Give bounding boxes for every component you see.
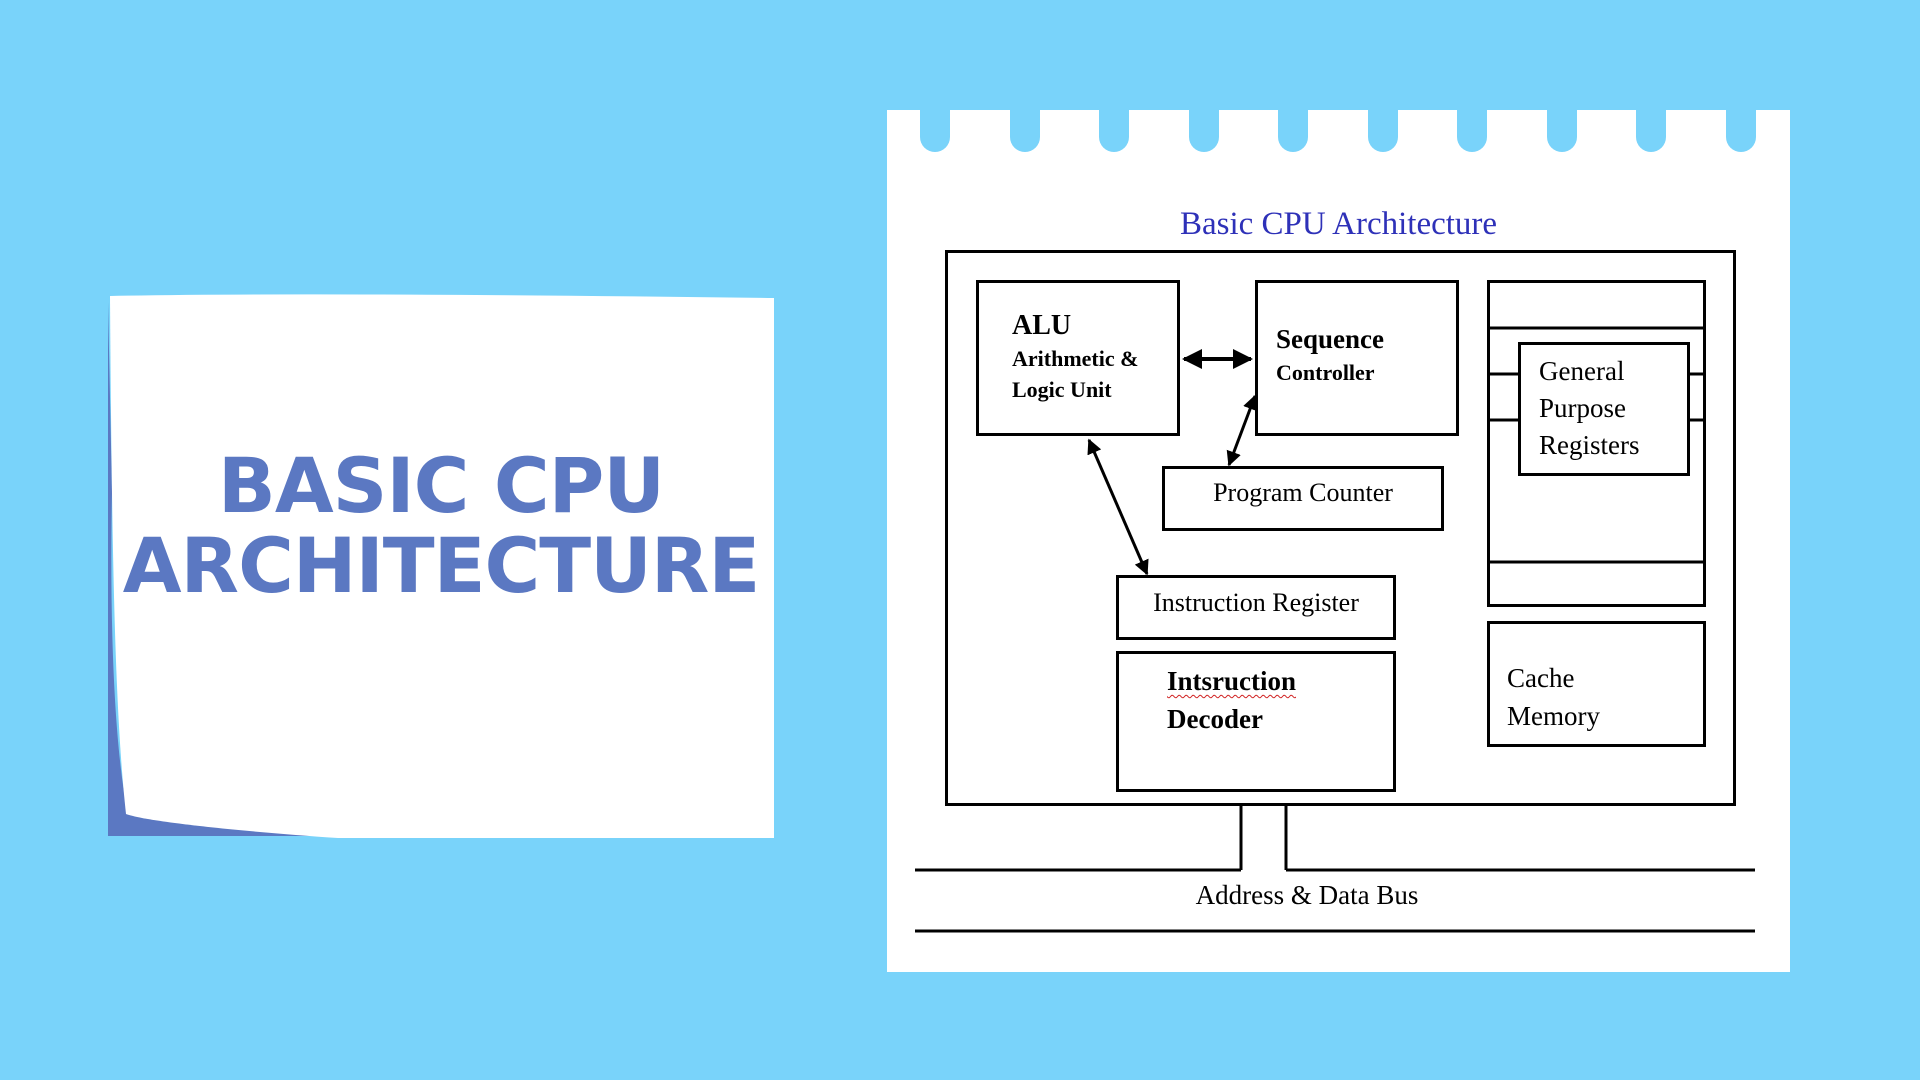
slide-title-line2: ARCHITECTURE (122, 521, 761, 610)
register-file-box (1487, 280, 1706, 607)
title-card-shape (108, 294, 774, 838)
instruction-decoder-line2: Decoder (1167, 704, 1263, 734)
notepad-page: Basic CPU Architecture ALU Arithmetic & … (887, 108, 1790, 972)
cache-memory-box (1487, 621, 1706, 747)
bus-label: Address & Data Bus (1195, 880, 1419, 910)
title-card: BASIC CPU ARCHITECTURE (108, 292, 774, 840)
general-purpose-registers-box (1518, 342, 1690, 476)
gpr-line2: Purpose (1539, 393, 1626, 423)
notepad-hole (1278, 108, 1308, 152)
sequence-pc-arrow (1226, 394, 1258, 467)
instruction-register-box (1116, 575, 1396, 640)
alu-box (976, 280, 1180, 436)
alu-ir-arrow (1087, 438, 1149, 576)
program-counter-label: Program Counter (1213, 478, 1393, 507)
slide-title-line1: BASIC CPU (217, 441, 665, 530)
notepad-hole (1368, 108, 1398, 152)
slide-title: BASIC CPU ARCHITECTURE (108, 292, 774, 840)
notepad-hole (1189, 108, 1219, 152)
sequence-controller-box (1255, 280, 1459, 436)
alu-label: ALU (1012, 310, 1072, 341)
notepad-hole (1099, 108, 1129, 152)
notepad-hole (1726, 108, 1756, 152)
notepad-hole (1547, 108, 1577, 152)
notepad-hole (1010, 108, 1040, 152)
instruction-decoder-line1: Intsruction (1167, 666, 1297, 696)
diagram-connectors (915, 326, 1755, 933)
alu-line2: Logic Unit (1012, 377, 1112, 402)
notepad-hole (920, 108, 950, 152)
diagram-title: Basic CPU Architecture (1179, 206, 1498, 242)
cache-memory-line2: Memory (1507, 701, 1600, 731)
instruction-register-label: Instruction Register (1153, 588, 1359, 617)
notepad-hole (1636, 108, 1666, 152)
alu-line1: Arithmetic & (1012, 346, 1139, 371)
gpr-line1: General (1539, 356, 1625, 386)
gpr-line3: Registers (1539, 430, 1640, 460)
sequence-controller-line1: Sequence (1276, 324, 1384, 354)
instruction-decoder-box (1116, 651, 1396, 792)
sequence-controller-line2: Controller (1276, 360, 1375, 385)
program-counter-box (1162, 466, 1444, 531)
cache-memory-line1: Cache (1507, 663, 1575, 693)
notepad-hole (1457, 108, 1487, 152)
cpu-boundary (945, 250, 1736, 806)
